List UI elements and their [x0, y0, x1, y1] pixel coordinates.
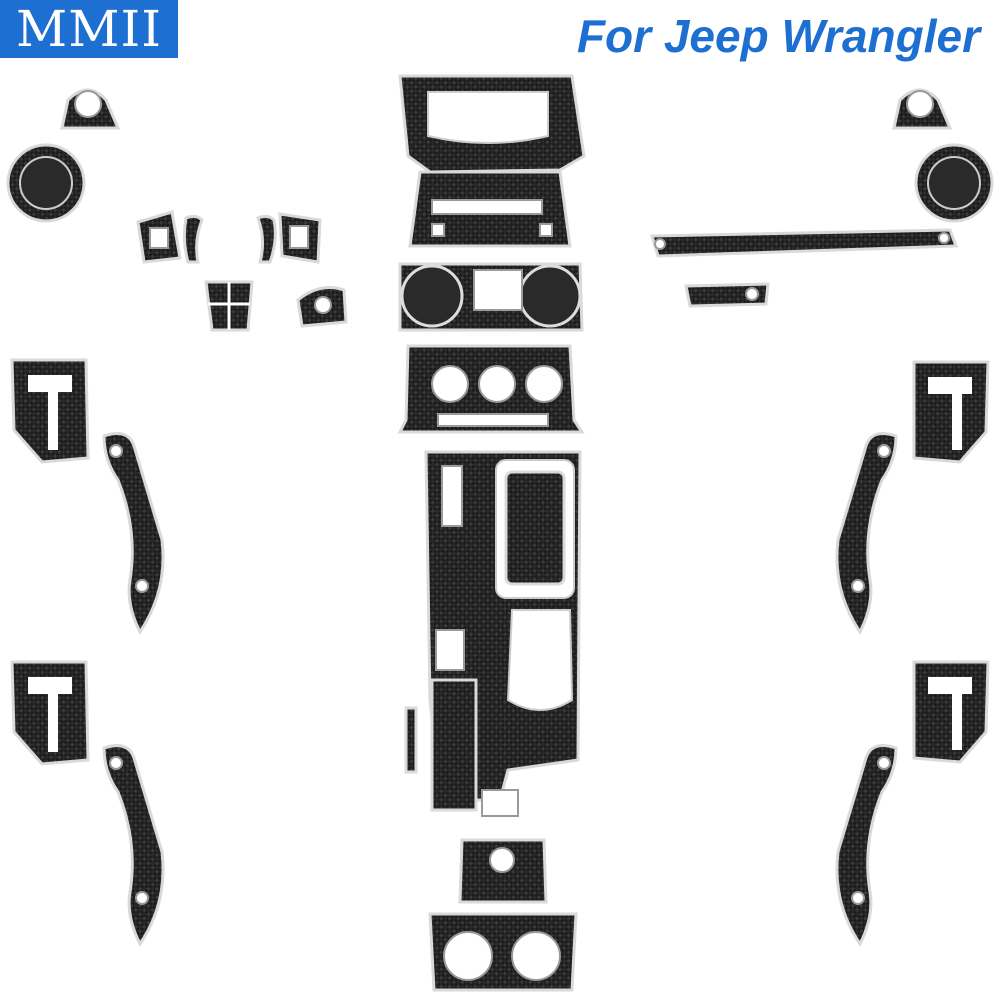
right-rear-door-panel — [835, 660, 990, 947]
left-front-door-panel — [10, 358, 165, 635]
center-dash-top-frame — [398, 74, 586, 174]
center-radio-panel — [408, 170, 572, 248]
center-side-strips — [404, 678, 478, 812]
brand-logo: MMII — [0, 0, 178, 58]
center-vent-panel — [398, 262, 584, 332]
left-round-vent-ring — [6, 143, 86, 223]
dash-small-strip — [684, 282, 770, 308]
cup-holder-trim — [428, 912, 578, 992]
center-climate-panel — [397, 344, 585, 434]
left-rear-door-panel — [10, 660, 165, 947]
product-headline: For Jeep Wrangler — [576, 10, 980, 62]
center-lower-trim — [458, 838, 548, 904]
right-front-door-panel — [835, 360, 990, 635]
left-small-vent-trim — [60, 88, 121, 130]
right-round-vent-ring — [914, 143, 994, 223]
dash-long-strip — [649, 228, 959, 258]
right-small-vent-trim — [892, 88, 953, 130]
steering-trim-set — [136, 210, 348, 332]
